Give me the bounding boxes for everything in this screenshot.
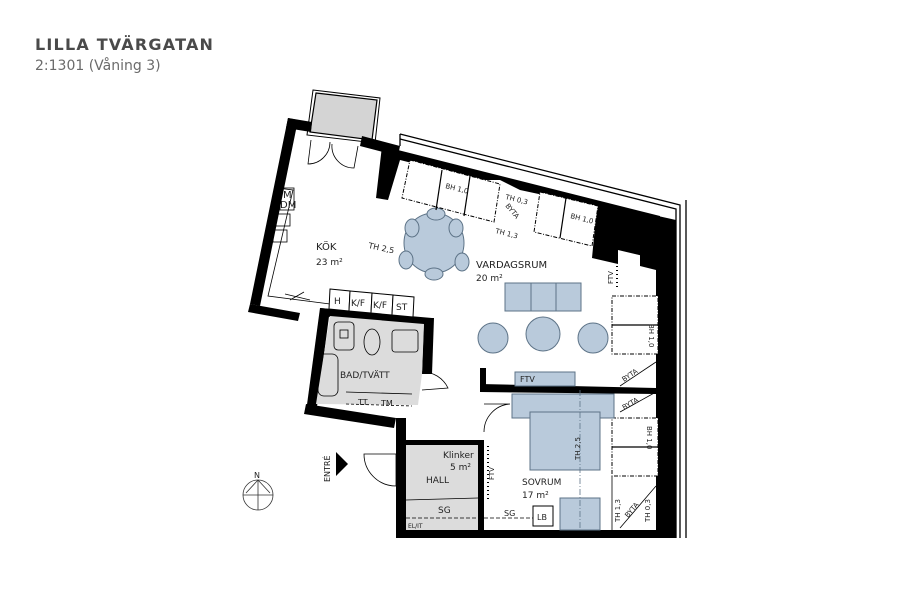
label-byta-top: BYTA [503,202,520,220]
ftv-marks [487,262,618,500]
room-name-bathroom: BAD/TVÄTT [340,370,390,381]
label-h: H [334,297,341,307]
label-byta-r2: BYTA [621,396,640,412]
window-right-mullions [612,324,658,448]
label-elit: EL/IT [408,523,423,530]
tv-bench [514,371,576,387]
label-bh10-c: BH 1,0 [647,324,655,347]
lb-box [532,505,554,527]
label-tt: TT [357,398,368,407]
byta-lines [611,361,657,530]
label-sg-hall: SG [438,506,451,516]
balcony [306,89,381,144]
label-th25-kitchen: TH 2,5 [367,241,395,255]
label-dm: DM [280,200,296,211]
room-name-bedroom: SOVRUM [522,478,561,488]
entrance-label: ENTRÉ [321,455,332,482]
label-ftv-bed: FTV [520,375,535,384]
walls [248,118,676,538]
label-bh10-d: BH 1,0 [645,426,653,449]
label-ftv-living: FTV [607,271,615,284]
compass-icon: N [242,471,274,511]
appliances [328,288,415,318]
label-kf-2: K/F [373,301,387,311]
label-m: M [283,190,292,201]
doors [307,139,511,487]
room-area-kitchen: 23 m² [316,258,343,268]
room-area-living: 20 m² [476,274,503,284]
label-th13-bed: TH 1,3 [614,499,622,523]
lounge-furniture [477,316,609,354]
sofa [504,282,582,312]
room-name-hall: HALL [426,476,449,486]
label-kf-1: K/F [351,299,365,309]
label-th03-bed: TH 0,3 [644,499,652,523]
dining-table [398,207,470,281]
room-name-living: VARDAGSRUM [476,260,547,271]
compass-label: N [254,471,260,480]
label-byta-r1: BYTA [621,367,640,383]
page-title: LILLA TVÄRGATAN [35,35,215,54]
hall-floor [406,445,478,530]
entrance-marker: ENTRÉ [321,452,348,482]
hall-area: 5 m² [450,463,471,473]
bed [511,393,615,531]
window-mullions [435,169,567,239]
label-lb: LB [537,513,547,522]
page-subtitle: 2:1301 (Våning 3) [35,58,161,74]
label-sg-bed: SG [504,509,515,518]
kitchen-counter [261,187,331,305]
label-byta-r3: BYTA [623,501,640,519]
room-name-kitchen: KÖK [316,240,337,253]
bathroom-fixtures [317,321,449,407]
entrance-arrow-icon [336,452,348,476]
label-st: ST [396,303,408,313]
label-th25-bed: TH 2,5 [574,437,582,461]
label-th13-top: TH 1,3 [494,227,519,241]
label-ftv-hall: FTV [488,467,496,480]
room-area-bedroom: 17 m² [522,491,549,501]
hall-material: Klinker [443,451,474,461]
label-tm: TM [380,399,393,408]
